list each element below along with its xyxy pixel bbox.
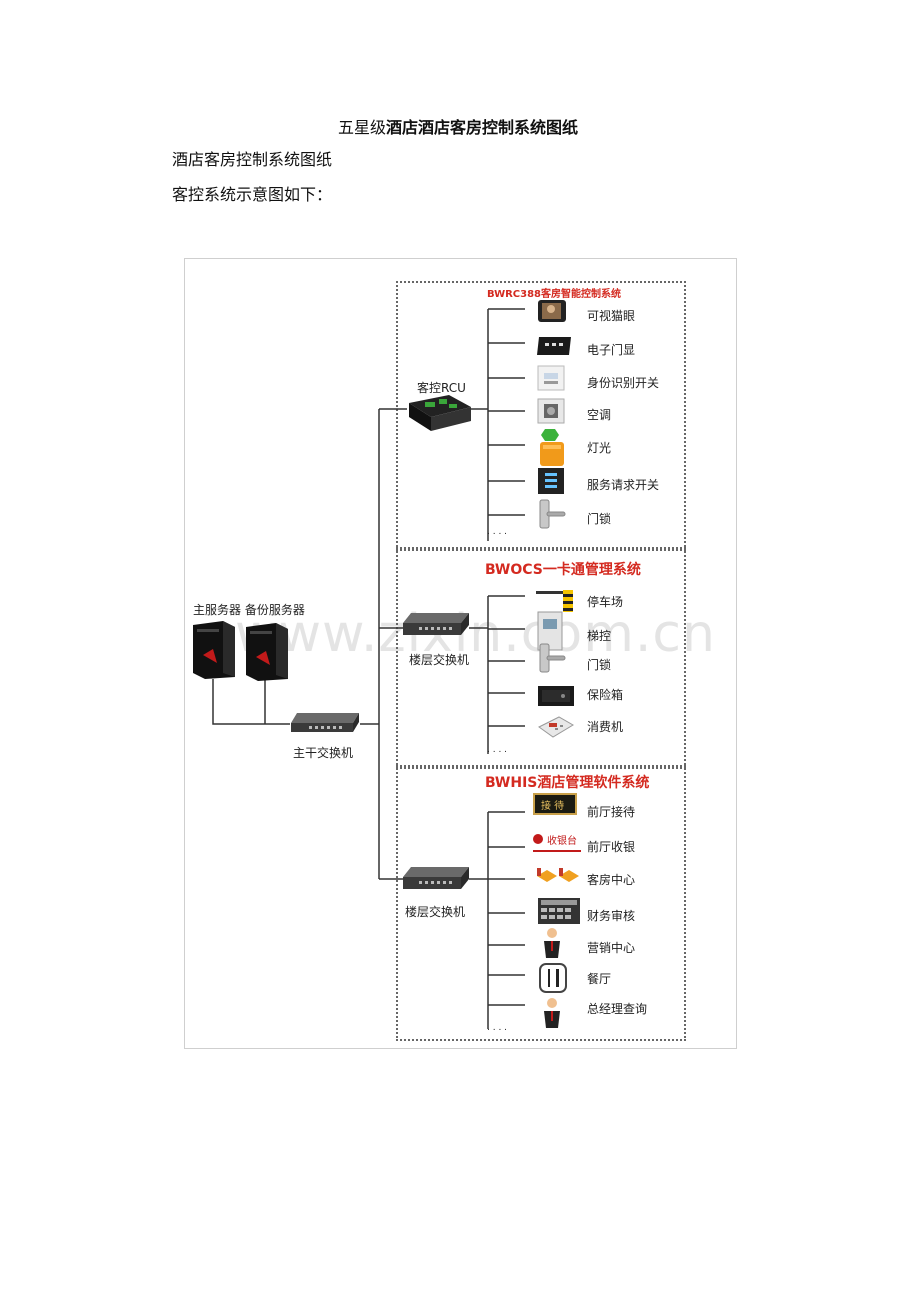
marketing-person-icon [544,928,560,958]
cashier-dot-icon [533,834,543,844]
cashier-sign-icon: 收银台 [533,832,581,852]
watermark: www.zixin.com.cn [235,604,716,664]
pos-terminal-icon [538,716,574,738]
door-lock-icon [539,499,566,529]
floor-switch-2-icon [403,867,469,889]
panel1-item-label: 门锁 [587,512,612,526]
document-subtitle: 酒店客房控制系统图纸 [172,150,333,169]
main-switch-icon [291,713,359,732]
restaurant-cutlery-icon [539,963,567,993]
panel2-title: BWOCS一卡通管理系统 [485,562,641,578]
panel1-item-label: 电子门显 [587,343,636,357]
panel-bwrc388 [396,281,686,551]
panel3-item-label: 营销中心 [587,941,636,955]
elevator-control-icon [537,611,563,651]
panel3-title: BWHIS酒店管理软件系统 [485,775,650,791]
panel1-item-label: 空调 [587,408,612,422]
panel3-item-label: 餐厅 [587,972,612,986]
floor-switch-2-label: 楼层交换机 [405,905,466,919]
servers-label: 主服务器 备份服务器 [193,603,305,617]
panel3-ellipsis: . . . . [487,1023,508,1033]
peephole-viewer-icon [538,300,566,322]
panel3-item-label: 前厅收银 [587,840,636,854]
panel-bwocs [396,547,686,769]
panel3-item-label: 总经理查询 [587,1002,648,1016]
light-module-icon [540,429,564,466]
panel1-item-label: 服务请求开关 [587,478,660,492]
connection-lines [212,308,525,1029]
panel3-item-label: 财务审核 [587,909,636,923]
document-title: 五星级酒店酒店客房控制系统图纸 [338,114,578,138]
rcu-controller-icon [409,395,471,431]
panel1-item-label: 可视猫眼 [587,309,636,323]
panel2-item-label: 梯控 [587,629,612,643]
door-display-icon [537,337,571,355]
cashier-sign-text: 收银台 [547,836,577,847]
system-diagram: www.zixin.com.cn BWRC388客房智能控制系统 BWOCS一卡… [184,258,737,1049]
main-server-icon [193,621,235,679]
panel-bwhis [396,765,686,1041]
panel1-ellipsis: . . . . [487,527,508,537]
floor-switch-1-label: 楼层交换机 [409,653,470,667]
panel1-item-label: 灯光 [587,441,612,455]
finance-keyboard-icon [538,898,580,924]
main-switch-label: 主干交换机 [293,746,354,760]
panel3-item-label: 客房中心 [587,873,636,887]
panel1-title: BWRC388客房智能控制系统 [487,289,622,300]
panel2-item-label: 门锁 [587,658,612,672]
document-intro-line: 客控系统示意图如下： [172,185,333,204]
panel2-item-label: 消费机 [587,720,624,734]
door-lock-icon [539,643,566,673]
parking-barrier-icon [536,590,573,612]
reception-sign-icon: 接 待 [533,793,577,815]
rcu-label: 客控RCU [417,381,466,395]
room-beds-icon [537,868,579,882]
reception-sign-text: 接 待 [541,801,565,812]
safe-box-icon [538,686,574,706]
panel2-item-label: 停车场 [587,595,624,609]
floor-switch-1-icon [403,613,469,635]
id-switch-icon [537,365,565,391]
panel2-item-label: 保险箱 [587,688,624,702]
service-request-switch-icon [538,468,564,494]
panel1-item-label: 身份识别开关 [587,376,660,390]
document-title-prefix: 五星级 [338,118,387,137]
panel2-ellipsis: . . . . [487,745,508,755]
air-conditioner-panel-icon [537,398,565,424]
panel3-item-label: 前厅接待 [587,805,636,819]
document-title-bold: 酒店酒店客房控制系统图纸 [386,118,579,137]
general-manager-person-icon [544,998,560,1028]
backup-server-icon [246,623,288,681]
